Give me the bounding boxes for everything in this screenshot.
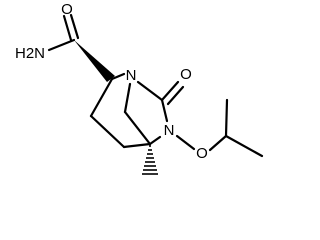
atom-label-urea-oxygen: O	[180, 66, 192, 83]
stereo-wedge-bond	[74, 40, 115, 82]
bond-o-ch	[208, 134, 228, 152]
bond-c3-c4	[89, 114, 126, 149]
bond-amide-c-o-1	[62, 14, 73, 42]
stereo-hash-bond	[142, 145, 158, 175]
bond-c4-c5	[122, 142, 152, 149]
bond-n1-c7	[136, 80, 164, 102]
bond-amide-c-o-2	[69, 13, 80, 40]
bond-c7-n6	[160, 98, 169, 123]
atom-label-amide-oxygen: O	[61, 1, 73, 18]
bond-ch2-c5	[123, 110, 152, 146]
bond-n6-o	[175, 134, 196, 151]
bond-amide-c-nh2	[47, 38, 76, 52]
bond-urea-c-o-2	[166, 85, 185, 106]
bond-n6-c5	[148, 135, 162, 146]
atom-label-amide-nh2: H2N	[15, 45, 45, 62]
bond-n1-ch2	[123, 82, 132, 114]
bond-urea-c-o-1	[160, 80, 180, 102]
bond-ch-me1	[224, 98, 229, 138]
bond-c2-c3	[89, 77, 114, 118]
bond-ch-me2	[224, 134, 264, 158]
atom-label-oxy-nitrogen: N	[164, 122, 175, 139]
atom-label-bridge-nitrogen: N	[126, 67, 137, 84]
molecule-structure-diagram: H2N O N O N O	[15, 1, 264, 175]
atom-label-ether-oxygen: O	[196, 145, 208, 162]
bond-c2-n1	[110, 72, 126, 81]
